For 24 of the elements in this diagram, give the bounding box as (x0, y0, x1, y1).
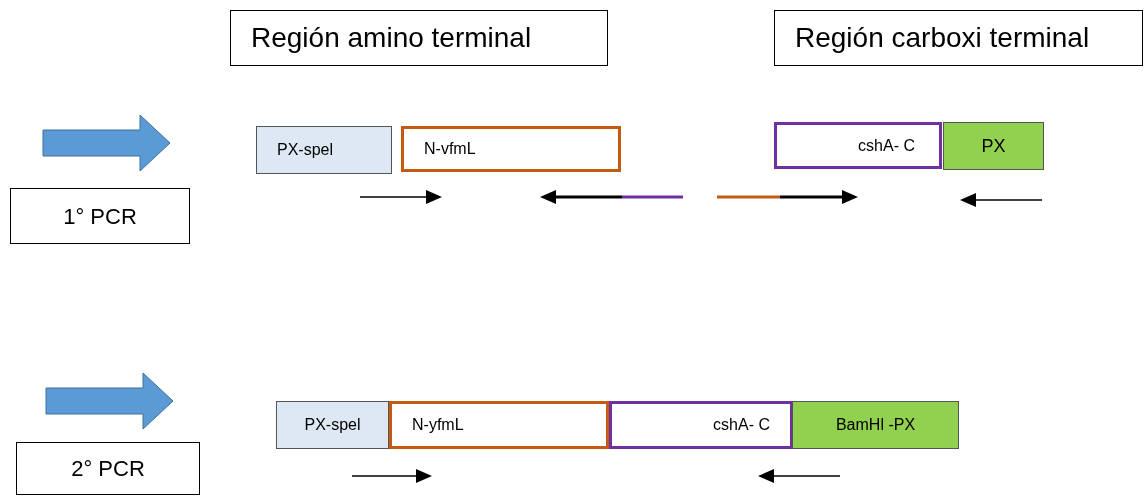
segment-label: cshA- C (713, 415, 771, 435)
gene-segment (276, 401, 389, 449)
segment-label: PX-spel (304, 415, 361, 435)
gene-segment (943, 122, 1044, 170)
step-box (16, 442, 200, 495)
segment-label: N-yfmL (411, 415, 464, 435)
gene-segment (792, 401, 959, 449)
gene-segment (389, 401, 609, 449)
heading-box (230, 10, 608, 66)
segment-label: Región carboxi terminal (794, 21, 1090, 55)
gene-segment (256, 126, 392, 174)
segment-label: PX (981, 134, 1006, 158)
segment-label: 2° PCR (71, 455, 145, 483)
segment-label: 1° PCR (63, 202, 137, 231)
segment-label: BamHl -PX (835, 415, 916, 435)
step-box (10, 188, 190, 244)
gene-segment (401, 126, 621, 172)
segment-label: N-vfmL (423, 139, 476, 159)
heading-box (774, 10, 1143, 66)
gene-segment (609, 401, 793, 449)
segment-label: cshA- C (858, 135, 916, 156)
segment-label: Región amino terminal (250, 21, 532, 55)
gene-segment (774, 122, 942, 169)
segment-label: PX-spel (276, 140, 334, 160)
